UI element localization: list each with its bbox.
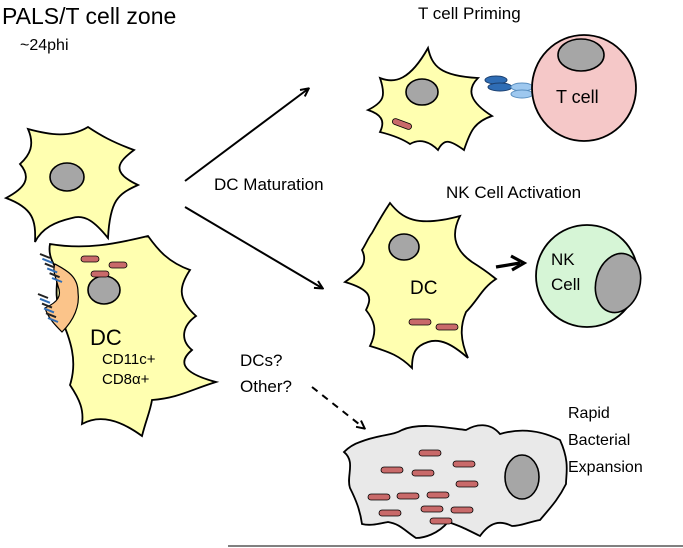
bacterium xyxy=(429,517,453,525)
dc-granule xyxy=(108,261,128,269)
dc-maturation-label: DC Maturation xyxy=(214,175,324,194)
bacterium xyxy=(426,491,450,499)
bacterium xyxy=(396,492,420,500)
arrow-dc-to-nk xyxy=(495,261,521,269)
arrow-dc-to-nk-head xyxy=(510,254,528,272)
infected-cell-nucleus xyxy=(504,454,540,500)
priming-dc-cell xyxy=(365,45,495,152)
bacterium-spike xyxy=(41,302,53,309)
mature-dc-label: DC xyxy=(410,278,437,299)
nk-cell: NK Cell xyxy=(535,224,642,328)
infected-cell xyxy=(342,424,568,539)
expansion-label-rapid: Rapid xyxy=(568,405,610,422)
bacterium-cap xyxy=(44,263,79,333)
infected-dc-body xyxy=(48,234,220,438)
bacterium xyxy=(418,449,442,457)
bacterium xyxy=(380,466,404,474)
dc-granule xyxy=(408,318,432,326)
bacterium-spike xyxy=(49,272,60,279)
expansion-label-expansion: Expansion xyxy=(568,459,643,476)
dc-label: DC xyxy=(90,325,122,350)
priming-dc-granule xyxy=(392,118,412,130)
bacterium-spike xyxy=(44,262,56,269)
question-dcs: DCs? xyxy=(240,351,283,370)
t-cell: T cell xyxy=(531,34,637,142)
bacterium xyxy=(420,505,444,513)
bacterium xyxy=(452,460,476,468)
receptor-light xyxy=(510,89,534,99)
arrow-to-nk-activation xyxy=(184,206,322,288)
page-subtitle: ~24phi xyxy=(20,37,69,54)
t-cell-nucleus xyxy=(557,38,605,72)
bacterium-spike xyxy=(43,307,55,314)
bacterium-spikes-top xyxy=(39,253,63,283)
arrow-to-priming xyxy=(184,89,308,182)
question-other: Other? xyxy=(240,377,292,396)
bacterium-spikes-bottom xyxy=(37,293,59,323)
bacterium xyxy=(455,480,479,488)
nk-cell-nucleus xyxy=(594,252,642,314)
bacterium-spike xyxy=(47,317,59,323)
bacterium-spike xyxy=(37,293,49,299)
dc-granule xyxy=(80,255,100,263)
dc-granule xyxy=(435,323,459,331)
bacterium-spike xyxy=(45,312,57,319)
bacterium xyxy=(450,506,474,514)
bacterium-spike xyxy=(39,297,51,304)
nk-cell-label-line2: Cell xyxy=(551,275,580,294)
nk-cell-label-line1: NK xyxy=(551,250,575,269)
page-title: PALS/T cell zone xyxy=(2,3,176,29)
bacterium-spike xyxy=(42,257,53,264)
bacterium-spike xyxy=(39,253,51,259)
bacterium-spike xyxy=(46,267,58,274)
dc-marker-cd8a: CD8α+ xyxy=(102,371,150,388)
t-cell-label: T cell xyxy=(556,87,599,107)
mature-dc-cell: DC xyxy=(342,201,498,371)
priming-dc-nucleus xyxy=(405,78,439,106)
bacterium xyxy=(367,493,391,501)
arrow-to-bacterial-expansion xyxy=(311,386,364,428)
dc-granule xyxy=(90,270,110,278)
t-cell-body xyxy=(531,34,637,142)
immature-dc-nucleus xyxy=(49,162,85,192)
bacterium-spike xyxy=(51,277,63,283)
infected-dc-cell: DC CD11c+ CD8α+ xyxy=(37,234,220,438)
mhc-tcr-receptors xyxy=(484,75,534,99)
priming-title: T cell Priming xyxy=(418,4,521,23)
infected-cell-body xyxy=(342,424,568,539)
dc-marker-cd11c: CD11c+ xyxy=(102,351,156,368)
mature-dc-nucleus xyxy=(388,233,420,261)
infected-dc-nucleus xyxy=(87,275,121,305)
expansion-label-bacterial: Bacterial xyxy=(568,432,630,449)
bacterium xyxy=(411,469,435,477)
immature-dc-cell xyxy=(3,125,141,243)
nk-activation-title: NK Cell Activation xyxy=(446,183,581,202)
receptor-dark xyxy=(487,82,513,92)
bacterium xyxy=(378,509,402,517)
